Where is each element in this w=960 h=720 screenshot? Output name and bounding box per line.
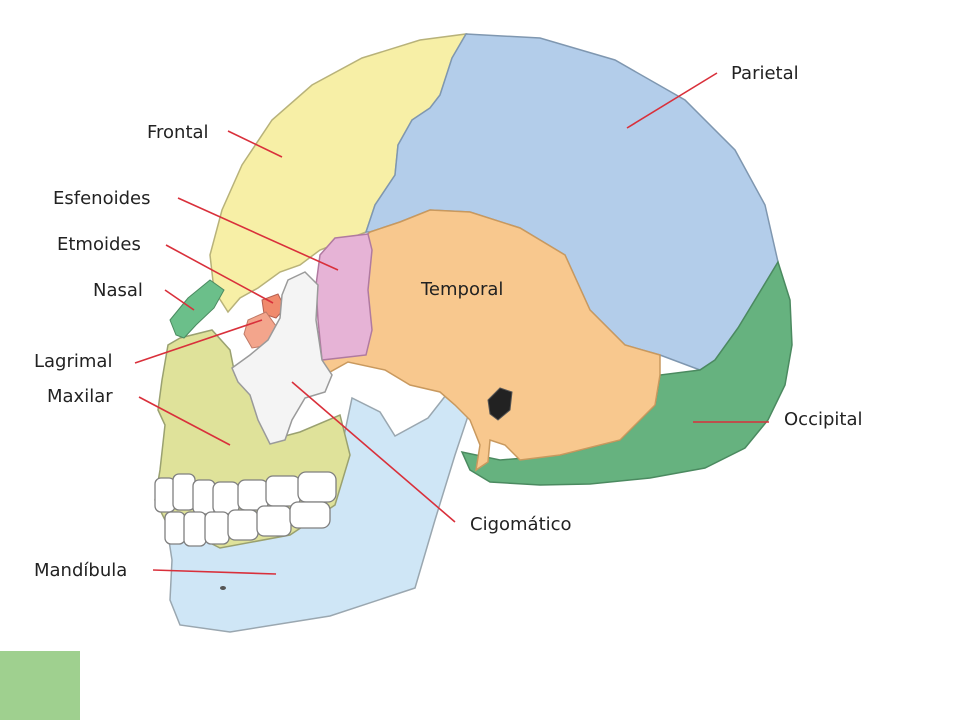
label-occipital: Occipital — [784, 409, 863, 430]
tooth — [265, 475, 301, 507]
label-maxilar: Maxilar — [47, 386, 113, 407]
label-esfenoides: Esfenoides — [53, 188, 151, 209]
mental-foramen — [220, 586, 226, 590]
tooth — [154, 477, 176, 513]
leader-line-maxilar — [138, 396, 231, 446]
label-parietal: Parietal — [731, 63, 799, 84]
zygomatic-bone — [231, 271, 333, 445]
temporal-bone — [319, 209, 661, 472]
ear-canal — [487, 387, 513, 421]
tooth — [289, 501, 331, 529]
tooth — [256, 505, 292, 537]
label-temporal: Temporal — [421, 279, 504, 300]
tooth — [204, 511, 230, 545]
leader-line-frontal — [227, 130, 283, 158]
label-lagrimal: Lagrimal — [34, 351, 113, 372]
teeth — [154, 471, 337, 547]
label-mandibula: Mandíbula — [34, 560, 128, 581]
tooth — [192, 479, 216, 515]
nasal-bone — [169, 279, 225, 339]
leader-line-lagrimal — [134, 319, 263, 364]
label-nasal: Nasal — [93, 280, 143, 301]
label-frontal: Frontal — [147, 122, 209, 143]
tooth — [212, 481, 240, 515]
leader-lines — [134, 72, 769, 575]
tooth — [183, 511, 207, 547]
leader-line-parietal — [626, 72, 718, 129]
leader-line-cigomatico — [291, 381, 456, 523]
label-etmoides: Etmoides — [57, 234, 141, 255]
tooth — [172, 473, 196, 511]
leader-line-nasal — [164, 289, 195, 311]
sphenoid-bone — [315, 233, 373, 361]
label-cigomatico: Cigomático — [470, 514, 572, 535]
leader-line-esfenoides — [177, 197, 339, 271]
tooth — [227, 509, 259, 541]
tooth — [164, 511, 186, 545]
tooth — [297, 471, 337, 503]
leader-line-etmoides — [165, 244, 274, 304]
occipital-bone — [460, 260, 793, 486]
corner-color-block — [0, 651, 80, 720]
leader-line-mandibula — [152, 569, 277, 575]
